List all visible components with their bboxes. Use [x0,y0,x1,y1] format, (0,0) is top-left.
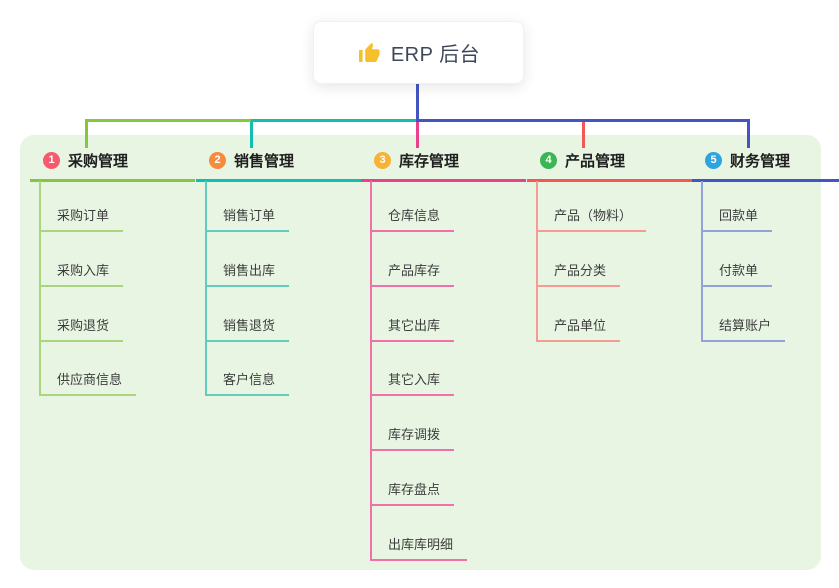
root-stem-line [416,82,419,121]
thumbs-up-icon [357,41,381,65]
node-customer-info[interactable]: 客户信息 [205,370,290,396]
branch-sales-header[interactable]: 2 销售管理 [196,147,361,182]
connector-drop-purchase [85,119,88,148]
branch-finance: 5 财务管理 回款单 付款单 结算账户 [692,147,839,342]
connector-drop-sales [250,119,253,148]
node-outbound-detail[interactable]: 出库库明细 [370,535,468,561]
root-node[interactable]: ERP 后台 [313,21,524,84]
connector-horizontal-left-teal [251,119,418,122]
node-purchase-inbound[interactable]: 采购入库 [39,261,124,287]
branch-sales-label: 销售管理 [234,153,295,170]
branch-inventory-header[interactable]: 3 库存管理 [361,147,526,182]
node-product-unit[interactable]: 产品单位 [536,316,621,342]
node-other-inbound[interactable]: 其它入库 [370,370,455,396]
branch-inventory-label: 库存管理 [399,153,460,170]
connector-drop-inventory [416,119,419,148]
branch-finance-header[interactable]: 5 财务管理 [692,147,839,182]
badge-4: 4 [540,152,557,169]
root-title: ERP 后台 [390,44,481,66]
node-warehouse-info[interactable]: 仓库信息 [370,206,455,232]
node-sales-return[interactable]: 销售退货 [205,316,290,342]
node-product-category[interactable]: 产品分类 [536,261,621,287]
badge-5: 5 [705,152,722,169]
connector-drop-finance [747,119,750,148]
node-sales-order[interactable]: 销售订单 [205,206,290,232]
node-stock-transfer[interactable]: 库存调拨 [370,425,455,451]
node-stock-count[interactable]: 库存盘点 [370,480,455,506]
badge-3: 3 [374,152,391,169]
branch-finance-label: 财务管理 [730,153,791,170]
node-purchase-order[interactable]: 采购订单 [39,206,124,232]
branches-panel [20,135,821,570]
branch-inventory-spine [370,181,372,561]
node-sales-outbound[interactable]: 销售出库 [205,261,290,287]
node-purchase-return[interactable]: 采购退货 [39,316,124,342]
badge-1: 1 [43,152,60,169]
branch-product-label: 产品管理 [565,153,626,170]
branch-product-header[interactable]: 4 产品管理 [527,147,692,182]
branch-product-spine [536,181,538,342]
node-payment-order[interactable]: 付款单 [701,261,773,287]
node-receipt-order[interactable]: 回款单 [701,206,773,232]
branch-finance-spine [701,181,703,342]
connector-drop-product [582,119,585,148]
node-product-material[interactable]: 产品（物料） [536,206,647,232]
node-other-outbound[interactable]: 其它出库 [370,316,455,342]
node-settlement-account[interactable]: 结算账户 [701,316,786,342]
node-product-stock[interactable]: 产品库存 [370,261,455,287]
branch-product: 4 产品管理 产品（物料） 产品分类 产品单位 [527,147,692,342]
node-supplier-info[interactable]: 供应商信息 [39,370,137,396]
connector-horizontal-left-green [85,119,253,122]
branch-purchase: 1 采购管理 采购订单 采购入库 采购退货 供应商信息 [30,147,195,396]
connector-horizontal-right-blue [416,119,750,122]
branch-purchase-spine [39,181,41,396]
branch-sales-spine [205,181,207,396]
branch-inventory: 3 库存管理 仓库信息 产品库存 其它出库 其它入库 库存调拨 库存盘点 出库库… [361,147,526,561]
branch-purchase-label: 采购管理 [68,153,129,170]
branch-purchase-header[interactable]: 1 采购管理 [30,147,195,182]
branch-sales: 2 销售管理 销售订单 销售出库 销售退货 客户信息 [196,147,361,396]
badge-2: 2 [209,152,226,169]
